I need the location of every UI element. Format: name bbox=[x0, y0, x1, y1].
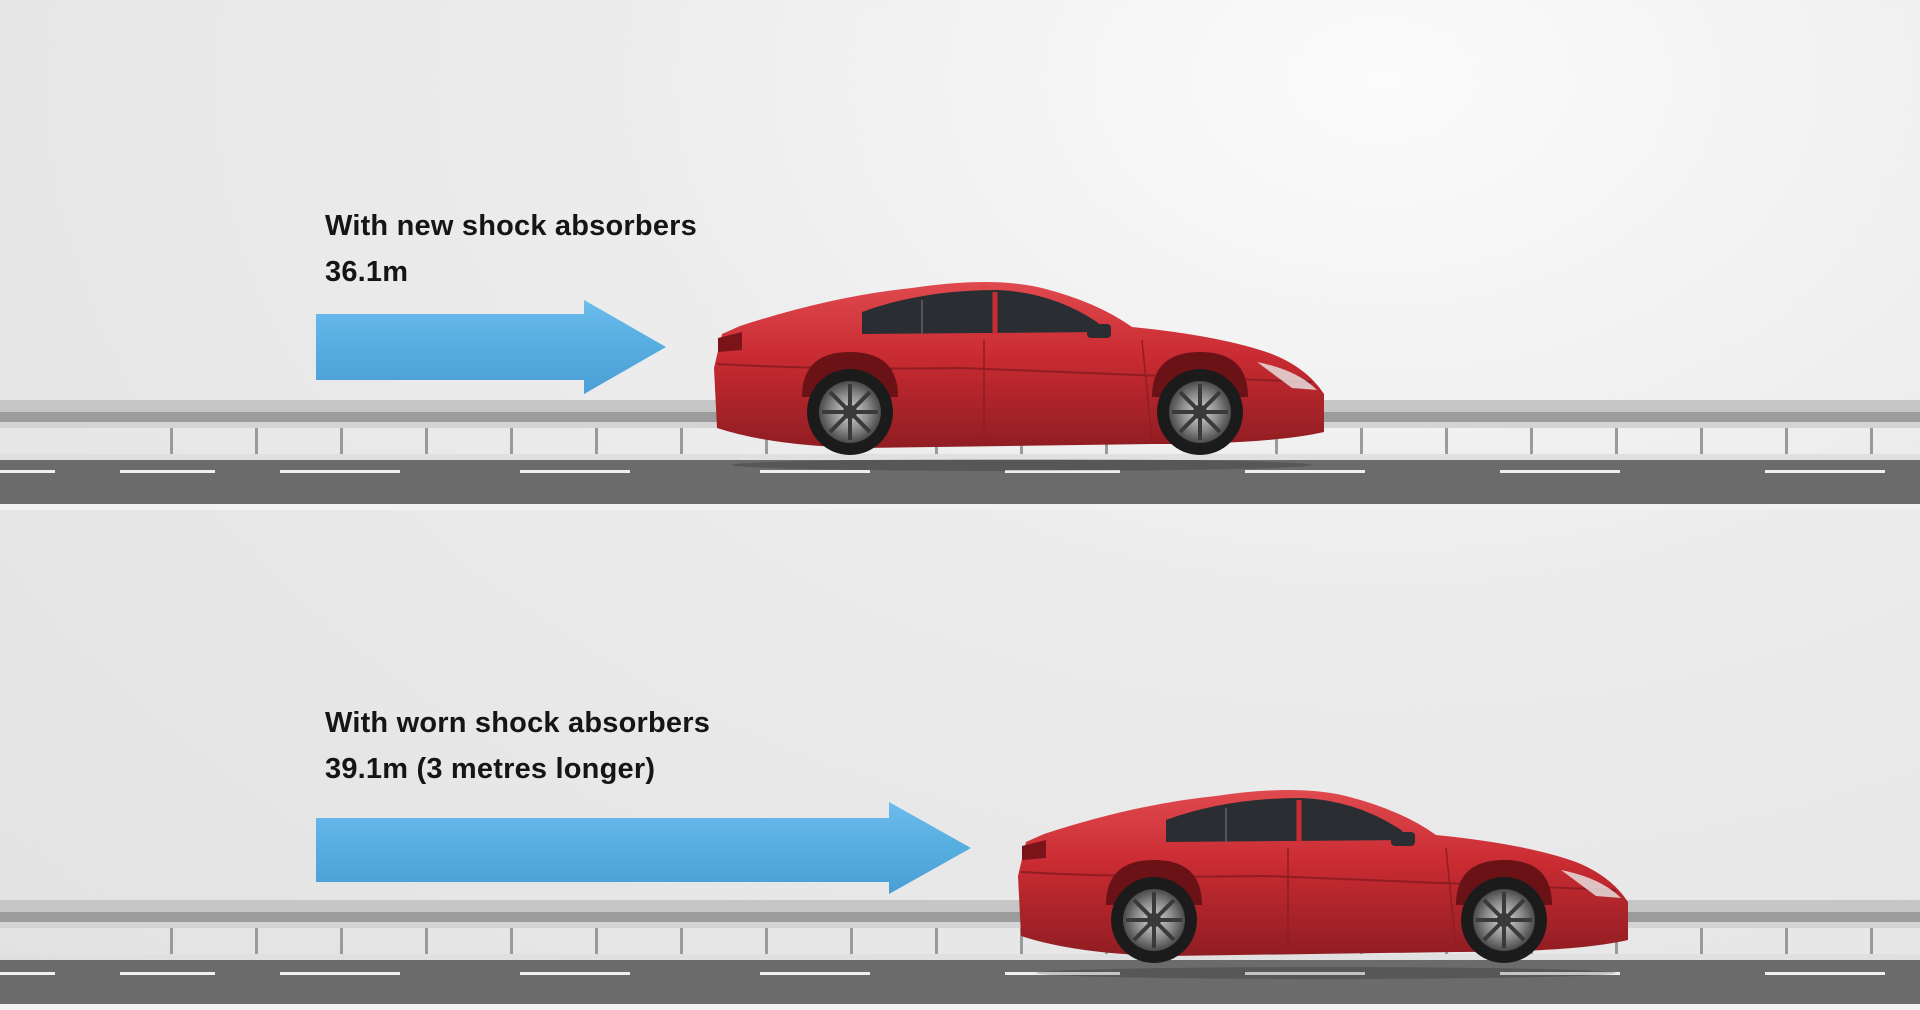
scenario-caption: With worn shock absorbers 39.1m (3 metre… bbox=[325, 700, 710, 792]
stopping-distance: 36.1m bbox=[325, 256, 409, 288]
scenario-label: With worn shock absorbers bbox=[325, 707, 711, 739]
arrow-right-icon bbox=[316, 802, 971, 894]
scenario-worn-shocks: With worn shock absorbers 39.1m (3 metre… bbox=[0, 500, 1920, 1010]
arrow-right-icon bbox=[316, 300, 666, 394]
scenario-caption: With new shock absorbers 36.1m bbox=[325, 203, 697, 295]
car-icon bbox=[1018, 790, 1628, 979]
scenario-new-shocks: With new shock absorbers 36.1m bbox=[0, 203, 1920, 510]
stopping-distance: 39.1m (3 metres longer) bbox=[325, 753, 656, 785]
car-icon bbox=[714, 282, 1324, 471]
scenario-label: With new shock absorbers bbox=[325, 210, 697, 242]
